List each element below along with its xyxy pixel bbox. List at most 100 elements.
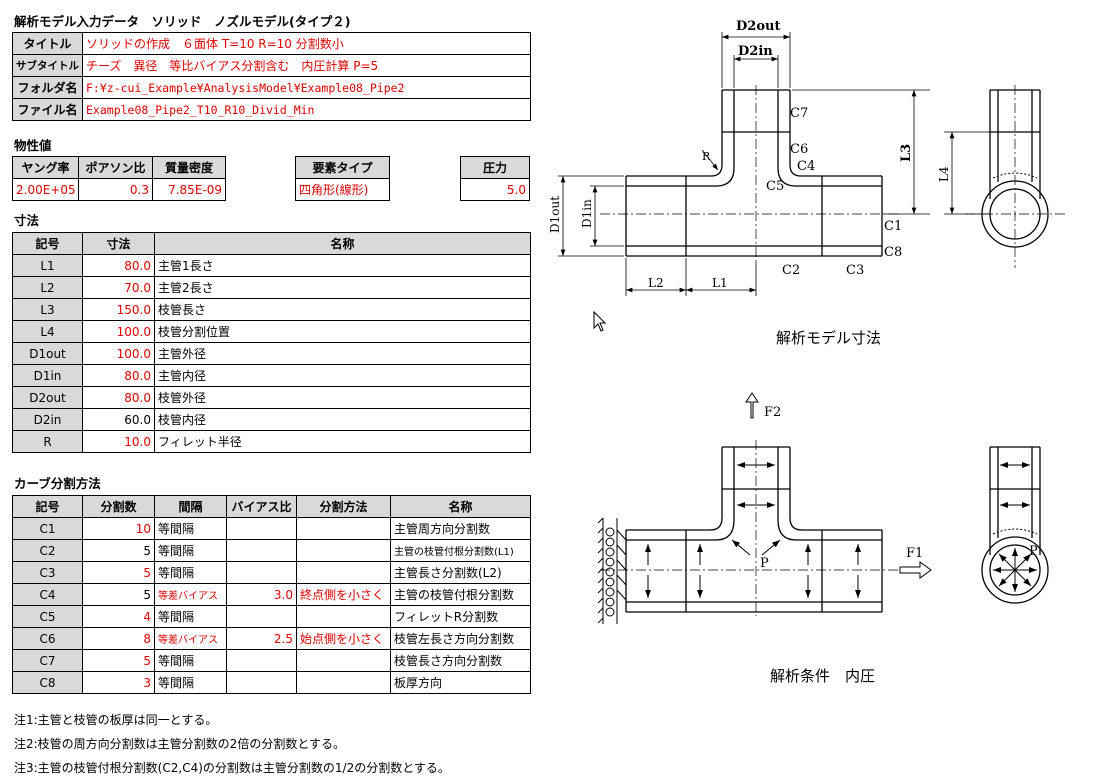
center-lines: [600, 85, 1065, 268]
dim-symbol: D1in: [12, 364, 83, 387]
side-view: [981, 89, 1049, 248]
fixed-support: [597, 517, 627, 624]
density-value: 7.85E-09: [152, 178, 226, 201]
dim-symbol: L3: [12, 298, 83, 321]
dim-value: 60.0: [82, 408, 155, 431]
curve-method: [296, 605, 391, 628]
info-value: チーズ 異径 等比バイアス分割含む 内圧計算 P=5: [82, 54, 531, 77]
info-label: サブタイトル: [12, 54, 83, 77]
note-2: 注2:枝管の周方向分割数は主管分割数の2倍の分割数とする。: [14, 737, 345, 751]
dim-name: 枝管内径: [154, 408, 531, 431]
curve-name: フィレットR分割数: [390, 605, 531, 628]
curve-bias: [226, 561, 297, 584]
dim-value: 80.0: [82, 386, 155, 409]
label-d1in: D1in: [580, 199, 594, 228]
curve-count: 5: [82, 583, 155, 606]
model-dimension-diagram: D2out D2in C7 C6 C4 C5 R C1 C8 C2 C3 L2 …: [548, 19, 1065, 347]
curve-count: 10: [82, 517, 155, 540]
dim-name: 枝管外径: [154, 386, 531, 409]
label-c6: C6: [790, 142, 808, 157]
curve-method: [296, 539, 391, 562]
side-view-condition: [981, 446, 1049, 604]
pressure-label: 圧力: [460, 156, 530, 179]
col-header: 記号: [12, 232, 83, 255]
curve-name: 板厚方向: [390, 671, 531, 694]
curve-name: 主管周方向分割数: [390, 517, 531, 540]
dim-symbol: L2: [12, 276, 83, 299]
curve-bias: 2.5: [226, 627, 297, 650]
label-d1out: D1out: [548, 196, 562, 233]
dim-value: 100.0: [82, 320, 155, 343]
col-header: バイアス比: [226, 495, 297, 518]
curve-interval: 等間隔: [154, 605, 227, 628]
curve-symbol: C7: [12, 649, 83, 672]
info-row-folder: フォルダ名 F:¥z-cui_Example¥AnalysisModel¥Exa…: [12, 76, 531, 99]
curve-name: 主管の枝管付根分割数: [390, 583, 531, 606]
curve-bias: 3.0: [226, 583, 297, 606]
label-f1: F1: [906, 546, 923, 561]
analysis-condition-diagram: F2 F1 P P 解析条件 内圧: [597, 392, 1049, 685]
dim-symbol: R: [12, 430, 83, 453]
curve-method: [296, 649, 391, 672]
curve-count: 5: [82, 649, 155, 672]
curve-count: 5: [82, 539, 155, 562]
dim-value: 100.0: [82, 342, 155, 365]
young-label: ヤング率: [12, 156, 79, 179]
element-type-value: 四角形(線形): [295, 178, 390, 201]
curve-bias: [226, 671, 297, 694]
curve-bias: [226, 605, 297, 628]
curve-count: 3: [82, 671, 155, 694]
curve-method: [296, 671, 391, 694]
curve-count: 4: [82, 605, 155, 628]
info-table: タイトル ソリッドの作成 ６面体 T=10 R=10 分割数小 サブタイトル チ…: [12, 32, 531, 121]
pressure-value: 5.0: [460, 178, 530, 201]
curves-header-row: 記号 分割数 間隔 バイアス比 分割方法 名称: [12, 495, 531, 518]
pressure-table: 圧力 5.0: [460, 156, 530, 201]
poisson-label: ポアソン比: [78, 156, 153, 179]
element-type-table: 要素タイプ 四角形(線形): [295, 156, 390, 201]
curve-symbol: C8: [12, 671, 83, 694]
curve-name: 主管長さ分割数(L2): [390, 561, 531, 584]
curve-symbol: C3: [12, 561, 83, 584]
curve-symbol: C2: [12, 539, 83, 562]
density-label: 質量密度: [152, 156, 226, 179]
info-value: Example08_Pipe2_T10_R10_Divid_Min: [82, 98, 531, 121]
label-d2out: D2out: [736, 19, 780, 34]
info-row-subtitle: サブタイトル チーズ 異径 等比バイアス分割含む 内圧計算 P=5: [12, 54, 531, 77]
col-header: 分割方法: [296, 495, 391, 518]
label-p-main: P: [760, 556, 769, 571]
label-d2in: D2in: [738, 44, 773, 59]
dim-symbol: L4: [12, 320, 83, 343]
label-f2: F2: [764, 405, 781, 420]
info-value: ソリッドの作成 ６面体 T=10 R=10 分割数小: [82, 32, 531, 55]
label-c7: C7: [790, 106, 808, 121]
col-header: 寸法: [82, 232, 155, 255]
dim-name: 枝管分割位置: [154, 320, 531, 343]
curve-name: 枝管左長さ方向分割数: [390, 627, 531, 650]
pressure-arrows: [645, 462, 861, 598]
info-label: タイトル: [12, 32, 83, 55]
curve-symbol: C4: [12, 583, 83, 606]
curve-count: 5: [82, 561, 155, 584]
dim-value: 80.0: [82, 364, 155, 387]
curve-method: [296, 561, 391, 584]
curve-bias: [226, 649, 297, 672]
col-header: 名称: [154, 232, 531, 255]
force-f1-arrow: [899, 561, 932, 579]
dim-symbol: L1: [12, 254, 83, 277]
dim-value: 10.0: [82, 430, 155, 453]
info-row-title: タイトル ソリッドの作成 ６面体 T=10 R=10 分割数小: [12, 32, 531, 55]
force-f2-arrow: [745, 392, 759, 419]
info-label: ファイル名: [12, 98, 83, 121]
dim-name: 主管1長さ: [154, 254, 531, 277]
